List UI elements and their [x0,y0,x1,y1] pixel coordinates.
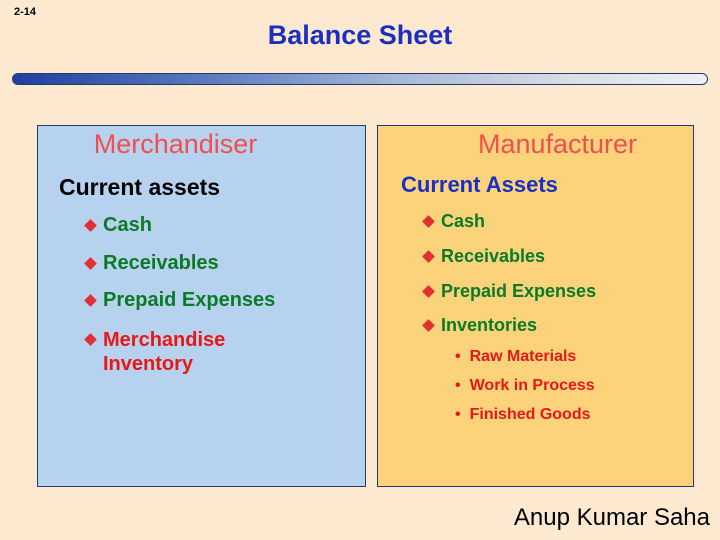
list-item: Cash [422,211,485,232]
list-item: Receivables [84,252,219,275]
list-item-highlight: Merchandise Inventory [84,328,225,376]
diamond-icon [422,319,435,332]
sub-list-item: • Work in Process [455,377,595,395]
merchandiser-title: Merchandiser [93,129,258,159]
sub-list-item-label: Finished Goods [469,406,591,423]
list-item-label: Prepaid Expenses [441,281,597,301]
sub-list-item-label: Work in Process [469,377,595,394]
merchandiser-panel: Merchandiser Current assets Cash Receiva… [37,125,366,487]
sub-list-item-label: Raw Materials [469,348,577,365]
page-title: Balance Sheet [267,20,453,50]
manufacturer-panel: Manufacturer Current Assets Cash Receiva… [377,125,694,487]
list-item-label: Cash [441,211,486,231]
dot-icon: • [455,406,461,423]
diamond-icon [84,294,97,307]
list-item-label: Merchandise Inventory [103,328,225,376]
highlight-line-1: Merchandise [103,329,226,351]
list-item-label: Receivables [103,252,219,274]
diamond-icon [422,285,435,298]
highlight-line-2: Inventory [103,353,194,375]
diamond-icon [84,219,97,232]
diamond-icon [422,215,435,228]
list-item-label: Inventories [441,315,538,335]
slide-number: 2-14 [14,6,37,18]
manufacturer-title: Manufacturer [477,129,638,159]
sub-list-item: • Finished Goods [455,406,591,424]
list-item: Inventories [422,315,537,336]
diamond-icon [84,333,97,346]
dot-icon: • [455,377,461,394]
merchandiser-heading: Current assets [59,174,221,200]
list-item: Prepaid Expenses [84,289,275,312]
list-item-label: Receivables [441,246,546,266]
list-item-label: Cash [103,214,152,236]
diamond-icon [422,250,435,263]
list-item: Cash [84,214,152,237]
sub-list-item: • Raw Materials [455,348,576,366]
manufacturer-heading: Current Assets [401,172,558,197]
dot-icon: • [455,348,461,365]
title-divider-bar [12,73,708,85]
list-item-label: Prepaid Expenses [103,289,276,311]
diamond-icon [84,257,97,270]
author-name: Anup Kumar Saha [513,504,710,531]
list-item: Prepaid Expenses [422,281,596,302]
list-item: Receivables [422,246,545,267]
